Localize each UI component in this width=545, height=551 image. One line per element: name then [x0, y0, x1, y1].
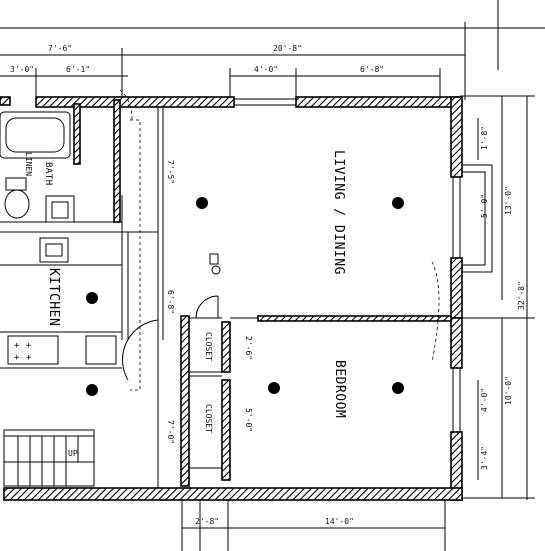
- stair: [3, 429, 95, 487]
- dim-bottom-main: 14'-0": [325, 517, 354, 526]
- dim-right-d: 3'-4": [480, 446, 489, 470]
- dim-right-upper: 13'-0": [504, 186, 513, 215]
- room-label-living-dining: LIVING / DINING: [331, 150, 346, 275]
- dim-interior-e: 2'-6": [244, 336, 253, 360]
- exterior-walls: [0, 96, 493, 501]
- room-label-bath: BATH: [43, 162, 53, 186]
- doors: [122, 119, 219, 391]
- dim-top-left-overall: 7'-6": [48, 44, 72, 53]
- room-label-bedroom: BEDROOM: [332, 360, 347, 418]
- kitchen-range: + + + +: [7, 335, 59, 365]
- bottom-dimension-lines: [181, 500, 446, 551]
- toilet: [4, 177, 30, 219]
- dim-right-overall: 32'-8": [517, 281, 526, 310]
- bathtub: [0, 111, 71, 159]
- room-label-linen: LINEN: [24, 152, 33, 176]
- dim-top-main-overall: 20'-8": [273, 44, 302, 53]
- dim-right-a: 1'-8": [480, 126, 489, 150]
- top-dimension-lines: [0, 0, 545, 100]
- dim-top-window-b: 6'-8": [360, 65, 384, 74]
- kitchen-counter: [0, 331, 122, 369]
- dim-right-c: 4'-0": [480, 388, 489, 412]
- stair-up-label: UP: [68, 449, 78, 458]
- right-dimension-lines: [460, 95, 535, 500]
- bath-sink: [45, 195, 75, 223]
- svg-text:+ +: + +: [14, 341, 32, 351]
- thermostat-icon: [209, 253, 221, 275]
- kitchen-sink: [39, 237, 69, 263]
- wiring-runs: [119, 89, 440, 363]
- dim-interior-d: 5'-0": [244, 408, 253, 432]
- svg-text:+ +: + +: [14, 353, 32, 363]
- room-label-kitchen: KITCHEN: [46, 268, 61, 326]
- dim-top-window-a: 4'-0": [254, 65, 278, 74]
- dim-interior-b: 6'-8": [166, 290, 175, 314]
- dim-interior-a: 7'-5": [166, 160, 175, 184]
- interior-walls: [0, 99, 452, 488]
- dim-interior-c: 7'-0": [166, 420, 175, 444]
- dim-top-left-b: 6'-1": [66, 65, 90, 74]
- closet-label-2: CLOSET: [204, 404, 213, 433]
- dim-top-left-a: 3'-0": [10, 65, 34, 74]
- dim-right-lower: 10'-0": [504, 376, 513, 405]
- closet-label: CLOSET: [204, 332, 213, 361]
- ceiling-light-icon: [86, 197, 404, 396]
- dim-bottom-left: 2'-8": [195, 517, 219, 526]
